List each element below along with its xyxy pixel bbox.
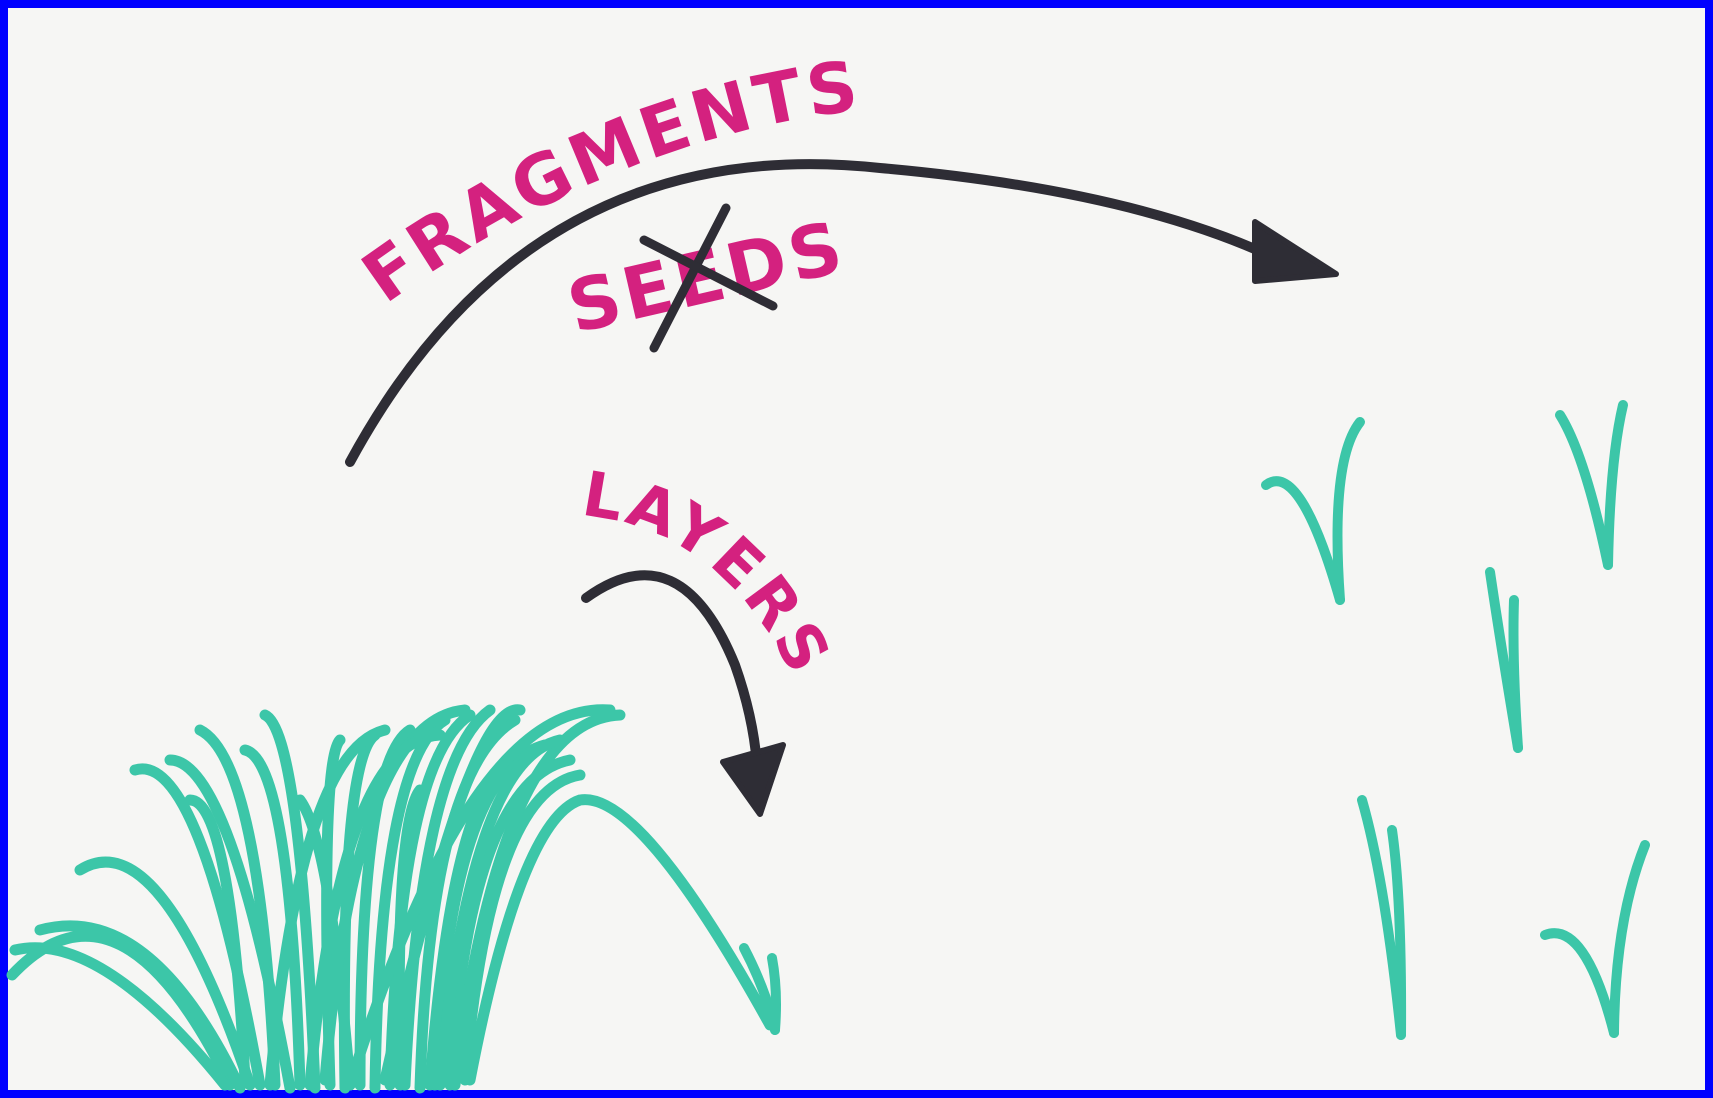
sprout (1261, 417, 1365, 605)
grass-blade (354, 724, 416, 1091)
grass-blade (464, 794, 776, 1086)
seeds-cross-out (639, 203, 778, 353)
grass-tuft (6, 704, 776, 1094)
grass-blade (424, 764, 506, 1091)
grass-blade (319, 704, 471, 1086)
grass-sprouts (739, 400, 1650, 1040)
grass-blade (239, 744, 306, 1091)
grass-blade (9, 942, 231, 1091)
grass-blade (304, 729, 446, 1091)
sprout (1485, 567, 1523, 753)
grass-blade (399, 704, 496, 1091)
grass-blade (259, 709, 321, 1094)
sprout (1357, 795, 1407, 1040)
sprout (739, 943, 781, 1035)
layers-arrow (581, 570, 786, 817)
grass-blade (344, 704, 616, 1091)
layers-arrowhead (720, 742, 786, 817)
grass-blade (449, 709, 626, 1091)
sprout (1540, 840, 1650, 1038)
grass-blade (34, 920, 246, 1094)
grass-blade (393, 784, 426, 1091)
grass-blade (184, 794, 251, 1086)
fragments-arrow-shaft (345, 159, 1280, 467)
sprout (1555, 400, 1628, 570)
fragments-arrowhead (1252, 219, 1339, 284)
grass-blade (294, 794, 356, 1091)
grass-blade (379, 704, 526, 1086)
grass-blade (434, 734, 566, 1091)
grass-blade (74, 856, 256, 1091)
layers-arrow-shaft (581, 570, 763, 795)
fragments-arrow (345, 159, 1339, 467)
grass-blade (459, 769, 586, 1086)
